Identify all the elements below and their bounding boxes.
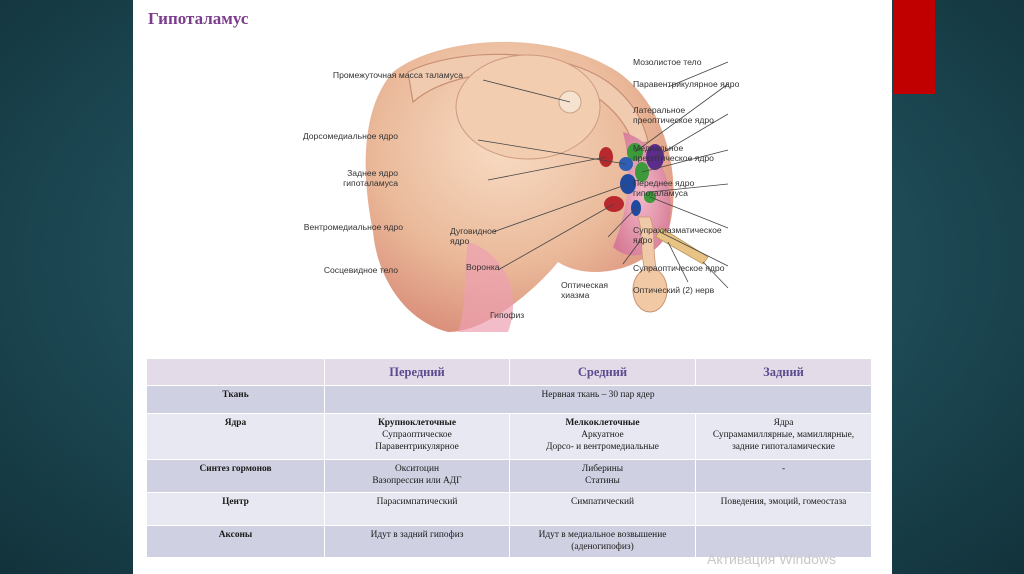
label-arcuate: Дуговидное ядро bbox=[450, 226, 497, 246]
row-head-nuclei: Ядра bbox=[146, 413, 325, 460]
label-mammillary-body: Сосцевидное тело bbox=[323, 265, 398, 275]
label-ventromedial: Вентромедиальное ядро bbox=[303, 222, 403, 232]
table-header-empty bbox=[146, 358, 325, 386]
axons-anterior-cell: Идут в задний гипофиз bbox=[324, 525, 510, 558]
center-posterior-cell: Поведения, эмоций, гомеостаза bbox=[695, 492, 872, 526]
cell-line: Идут в медиальное возвышение bbox=[538, 530, 667, 540]
tissue-cell: Нервная ткань – 30 пар ядер bbox=[324, 385, 872, 414]
label-infundibulum: Воронка bbox=[466, 262, 500, 272]
nuclei-anterior-cell: Крупноклеточные Супраоптическое Паравент… bbox=[324, 413, 510, 460]
label-dorsomedial: Дорсомедиальное ядро bbox=[302, 131, 398, 141]
table-header-middle: Средний bbox=[509, 358, 696, 386]
table-header-anterior: Передний bbox=[324, 358, 510, 386]
axons-middle-cell: Идут в медиальное возвышение (аденогипоф… bbox=[509, 525, 696, 558]
label-lateral-preoptic: Латеральное преоптическое ядро bbox=[633, 105, 714, 125]
table-row: Синтез гормонов Окситоцин Вазопрессин ил… bbox=[146, 459, 872, 493]
hypothalamus-table: Передний Средний Задний Ткань Нервная тк… bbox=[146, 358, 872, 558]
cell-line: Окситоцин bbox=[395, 464, 439, 474]
label-interthalamic-adhesion: Промежуточная масса таламуса bbox=[332, 70, 463, 80]
center-middle-cell: Симпатический bbox=[509, 492, 696, 526]
table-row: Аксоны Идут в задний гипофиз Идут в меди… bbox=[146, 525, 872, 558]
windows-activation-watermark: Активация Windows bbox=[707, 551, 837, 567]
cell-line: Вазопрессин или АДГ bbox=[372, 476, 462, 486]
thalamus-mass bbox=[455, 54, 601, 160]
label-paraventricular: Паравентрикулярное ядро bbox=[633, 79, 740, 89]
table-row: Центр Парасимпатический Симпатический По… bbox=[146, 492, 872, 526]
label-pituitary: Гипофиз bbox=[490, 310, 525, 320]
label-supraoptic: Супраоптическое ядро bbox=[633, 263, 725, 273]
cell-line: Паравентрикулярное bbox=[375, 442, 459, 452]
hormones-posterior-cell: - bbox=[695, 459, 872, 493]
hypothalamus-illustration bbox=[365, 41, 729, 332]
nuclei-posterior-cell: Ядра Супрамамиллярные, мамиллярные, задн… bbox=[695, 413, 872, 460]
infundibulum bbox=[637, 216, 657, 268]
table-row: Ткань Нервная ткань – 30 пар ядер bbox=[146, 385, 872, 414]
cell-line: Супрамамиллярные, мамиллярные, bbox=[712, 430, 855, 440]
cell-line: Мелкоклеточные bbox=[565, 418, 640, 428]
cell-line: Ядра bbox=[773, 418, 794, 428]
table-header-posterior: Задний bbox=[695, 358, 872, 386]
axons-posterior-cell bbox=[695, 525, 872, 558]
pituitary bbox=[632, 267, 668, 313]
label-optic-chiasm: Оптическая хиазма bbox=[561, 280, 609, 300]
nuclei-middle-cell: Мелкоклеточные Аркуатное Дорсо- и вентро… bbox=[509, 413, 696, 460]
cell-line: Крупноклеточные bbox=[378, 418, 456, 428]
center-anterior-cell: Парасимпатический bbox=[324, 492, 510, 526]
cell-line: Супраоптическое bbox=[382, 430, 452, 440]
label-posterior-nucleus: Заднее ядро гипоталамуса bbox=[343, 168, 398, 188]
row-head-center: Центр bbox=[146, 492, 325, 526]
label-medial-preoptic: Медиальное преоптическое ядро bbox=[633, 143, 714, 163]
cell-line: Либерины bbox=[581, 464, 624, 474]
table-header-row: Передний Средний Задний bbox=[146, 358, 872, 386]
slide-title: Гипоталамус bbox=[148, 9, 249, 28]
cell-line: - bbox=[781, 464, 786, 474]
row-head-hormones: Синтез гормонов bbox=[146, 459, 325, 493]
label-anterior-nucleus: Переднее ядро гипоталамуса bbox=[633, 178, 695, 198]
cell-line: Аркуатное bbox=[581, 430, 624, 440]
cell-line: задние гипоталамические bbox=[732, 442, 835, 452]
hormones-middle-cell: Либерины Статины bbox=[509, 459, 696, 493]
row-head-tissue: Ткань bbox=[146, 385, 325, 414]
accent-tab bbox=[893, 0, 935, 94]
table-row: Ядра Крупноклеточные Супраоптическое Пар… bbox=[146, 413, 872, 460]
slide: Гипоталамус bbox=[133, 0, 892, 574]
row-head-axons: Аксоны bbox=[146, 525, 325, 558]
label-suprachiasmatic: Супрахиазматическое ядро bbox=[633, 225, 722, 245]
cell-line: (аденогипофиз) bbox=[571, 542, 634, 552]
hormones-anterior-cell: Окситоцин Вазопрессин или АДГ bbox=[324, 459, 510, 493]
label-corpus-callosum: Мозолистое тело bbox=[633, 57, 702, 67]
brainstem-tissue bbox=[458, 242, 514, 332]
cell-line: Статины bbox=[585, 476, 620, 486]
label-optic-nerve: Оптический (2) нерв bbox=[633, 285, 715, 295]
cell-line: Дорсо- и вентромедиальные bbox=[546, 442, 659, 452]
